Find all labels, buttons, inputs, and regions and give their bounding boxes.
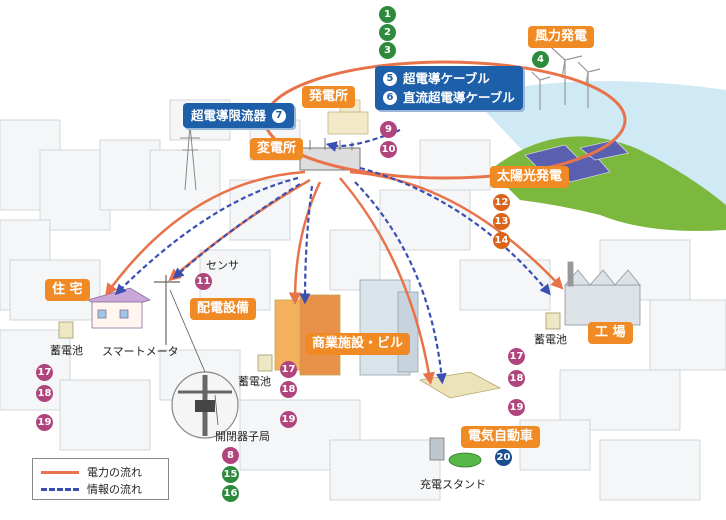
- number-13: 13: [493, 213, 510, 230]
- sc-cable-text: 超電導ケーブル: [403, 71, 490, 86]
- dc-sc-cable-text: 直流超電導ケーブル: [403, 90, 515, 105]
- pole-leader-line: [169, 289, 206, 373]
- number-19-commercial: 19: [280, 411, 297, 428]
- number-3: 3: [379, 42, 396, 59]
- number-19-factory: 19: [508, 399, 525, 416]
- information-flow-arrows: [114, 128, 551, 385]
- number-15: 15: [222, 466, 239, 483]
- legend-info-text: 情報の流れ: [87, 483, 142, 496]
- number-17-factory: 17: [508, 348, 525, 365]
- switch-leader-line: [214, 394, 219, 426]
- label-wind-power: 風力発電: [528, 26, 595, 48]
- number-18-commercial: 18: [280, 381, 297, 398]
- number-18-house: 18: [36, 385, 53, 402]
- text-battery-commercial: 蓄電池: [238, 375, 271, 388]
- label-substation: 変電所: [250, 138, 304, 160]
- number-17-commercial: 17: [280, 361, 297, 378]
- number-10: 10: [380, 141, 397, 158]
- number-6: 6: [383, 90, 397, 105]
- label-distribution-equipment: 配電設備: [190, 298, 257, 320]
- label-superconducting-cables: 5 超電導ケーブル 6 直流超電導ケーブル: [375, 66, 523, 110]
- number-18-factory: 18: [508, 370, 525, 387]
- switch-station-inset: [171, 371, 239, 439]
- text-battery-factory: 蓄電池: [534, 333, 567, 346]
- label-house: 住 宅: [45, 279, 90, 301]
- legend-info-line: [41, 487, 79, 491]
- text-battery-house: 蓄電池: [50, 344, 83, 357]
- number-5: 5: [383, 71, 397, 86]
- legend-power-row: 電力の流れ: [41, 464, 142, 480]
- ev-charging-area: [418, 371, 502, 468]
- label-fault-current-limiter: 超電導限流器 7: [183, 103, 295, 128]
- number-17-house: 17: [36, 364, 53, 381]
- number-20: 20: [495, 449, 512, 466]
- label-solar-power: 太陽光発電: [490, 166, 570, 188]
- number-16: 16: [222, 485, 239, 502]
- legend-info-row: 情報の流れ: [41, 481, 142, 497]
- number-4: 4: [532, 51, 549, 68]
- factory: [564, 261, 641, 326]
- battery-icons: [58, 312, 561, 372]
- number-9: 9: [380, 121, 397, 138]
- legend-power-text: 電力の流れ: [87, 466, 142, 479]
- fcl-text: 超電導限流器: [191, 108, 267, 123]
- text-sensor: センサ: [206, 259, 239, 272]
- number-1: 1: [379, 6, 396, 23]
- label-electric-vehicle: 電気自動車: [461, 426, 541, 448]
- house: [86, 287, 151, 329]
- text-switch-station: 開閉器子局: [215, 430, 270, 443]
- legend-power-line: [41, 470, 79, 474]
- text-smart-meter: スマートメータ: [102, 345, 179, 358]
- wind-turbines: [531, 47, 601, 110]
- commercial-buildings: [274, 279, 419, 376]
- number-2: 2: [379, 24, 396, 41]
- text-charging-station: 充電スタンド: [420, 478, 486, 491]
- number-14: 14: [493, 232, 510, 249]
- transmission-tower: [180, 124, 200, 191]
- number-7: 7: [272, 108, 287, 123]
- label-factory: 工 場: [588, 322, 633, 344]
- number-8: 8: [222, 447, 239, 464]
- number-12: 12: [493, 194, 510, 211]
- label-commercial-building: 商業施設・ビル: [305, 333, 411, 355]
- label-power-plant: 発電所: [302, 86, 356, 108]
- number-11: 11: [195, 273, 212, 290]
- number-19-house: 19: [36, 414, 53, 431]
- legend: 電力の流れ 情報の流れ: [32, 458, 169, 500]
- utility-pole: [154, 275, 180, 345]
